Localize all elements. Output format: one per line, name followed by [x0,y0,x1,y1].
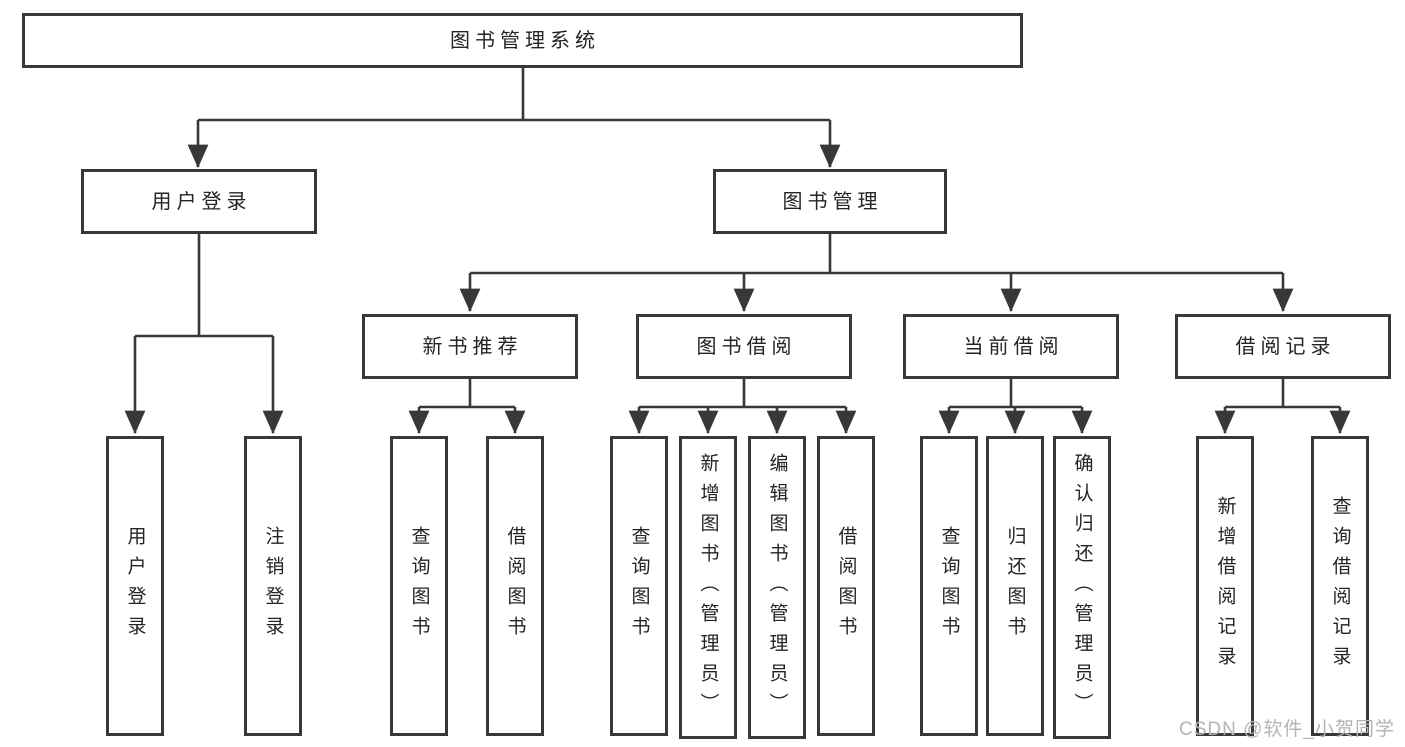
node-label: 用户登录 [124,526,146,646]
node-label: 新增借阅记录 [1214,496,1236,676]
leaf-query-borrow-record: 查询借阅记录 [1311,436,1369,736]
node-label: 当前借阅 [963,335,1064,358]
node-label: 查询图书 [938,526,960,646]
node-label: 图书管理系统 [450,29,600,52]
watermark: CSDN @软件_小贺同学 [1179,719,1395,740]
leaf-query-books: 查询图书 [390,436,448,736]
node-label: 查询图书 [408,526,430,646]
node-label: 编辑图书（管理员） [766,452,788,723]
leaf-query-books: 查询图书 [610,436,668,736]
leaf-edit-books-admin: 编辑图书（管理员） [748,436,806,739]
node-label: 借阅记录 [1235,335,1336,358]
node-book-borrowing: 图书借阅 [636,314,852,379]
node-label: 图书管理 [782,190,883,213]
leaf-logout: 注销登录 [244,436,302,736]
node-label: 查询图书 [628,526,650,646]
node-label: 借阅图书 [504,526,526,646]
leaf-confirm-return-admin: 确认归还（管理员） [1053,436,1111,739]
node-current-borrowing: 当前借阅 [903,314,1119,379]
leaf-user-login: 用户登录 [106,436,164,736]
leaf-return-books: 归还图书 [986,436,1044,736]
node-label: 归还图书 [1004,526,1026,646]
node-label: 新书推荐 [422,335,523,358]
leaf-add-borrow-record: 新增借阅记录 [1196,436,1254,736]
node-book-management: 图书管理 [713,169,947,234]
node-new-book-recommend: 新书推荐 [362,314,578,379]
leaf-borrow-books: 借阅图书 [817,436,875,736]
node-label: 确认归还（管理员） [1071,452,1093,723]
node-label: 新增图书（管理员） [697,452,719,723]
leaf-query-books: 查询图书 [920,436,978,736]
node-root-system: 图书管理系统 [22,13,1023,68]
node-borrowing-records: 借阅记录 [1175,314,1391,379]
node-label: 注销登录 [262,526,284,646]
leaf-add-books-admin: 新增图书（管理员） [679,436,737,739]
node-label: 借阅图书 [835,526,857,646]
node-label: 查询借阅记录 [1329,496,1351,676]
node-user-login: 用户登录 [81,169,317,234]
leaf-borrow-books: 借阅图书 [486,436,544,736]
node-label: 图书借阅 [696,335,797,358]
node-label: 用户登录 [151,190,252,213]
